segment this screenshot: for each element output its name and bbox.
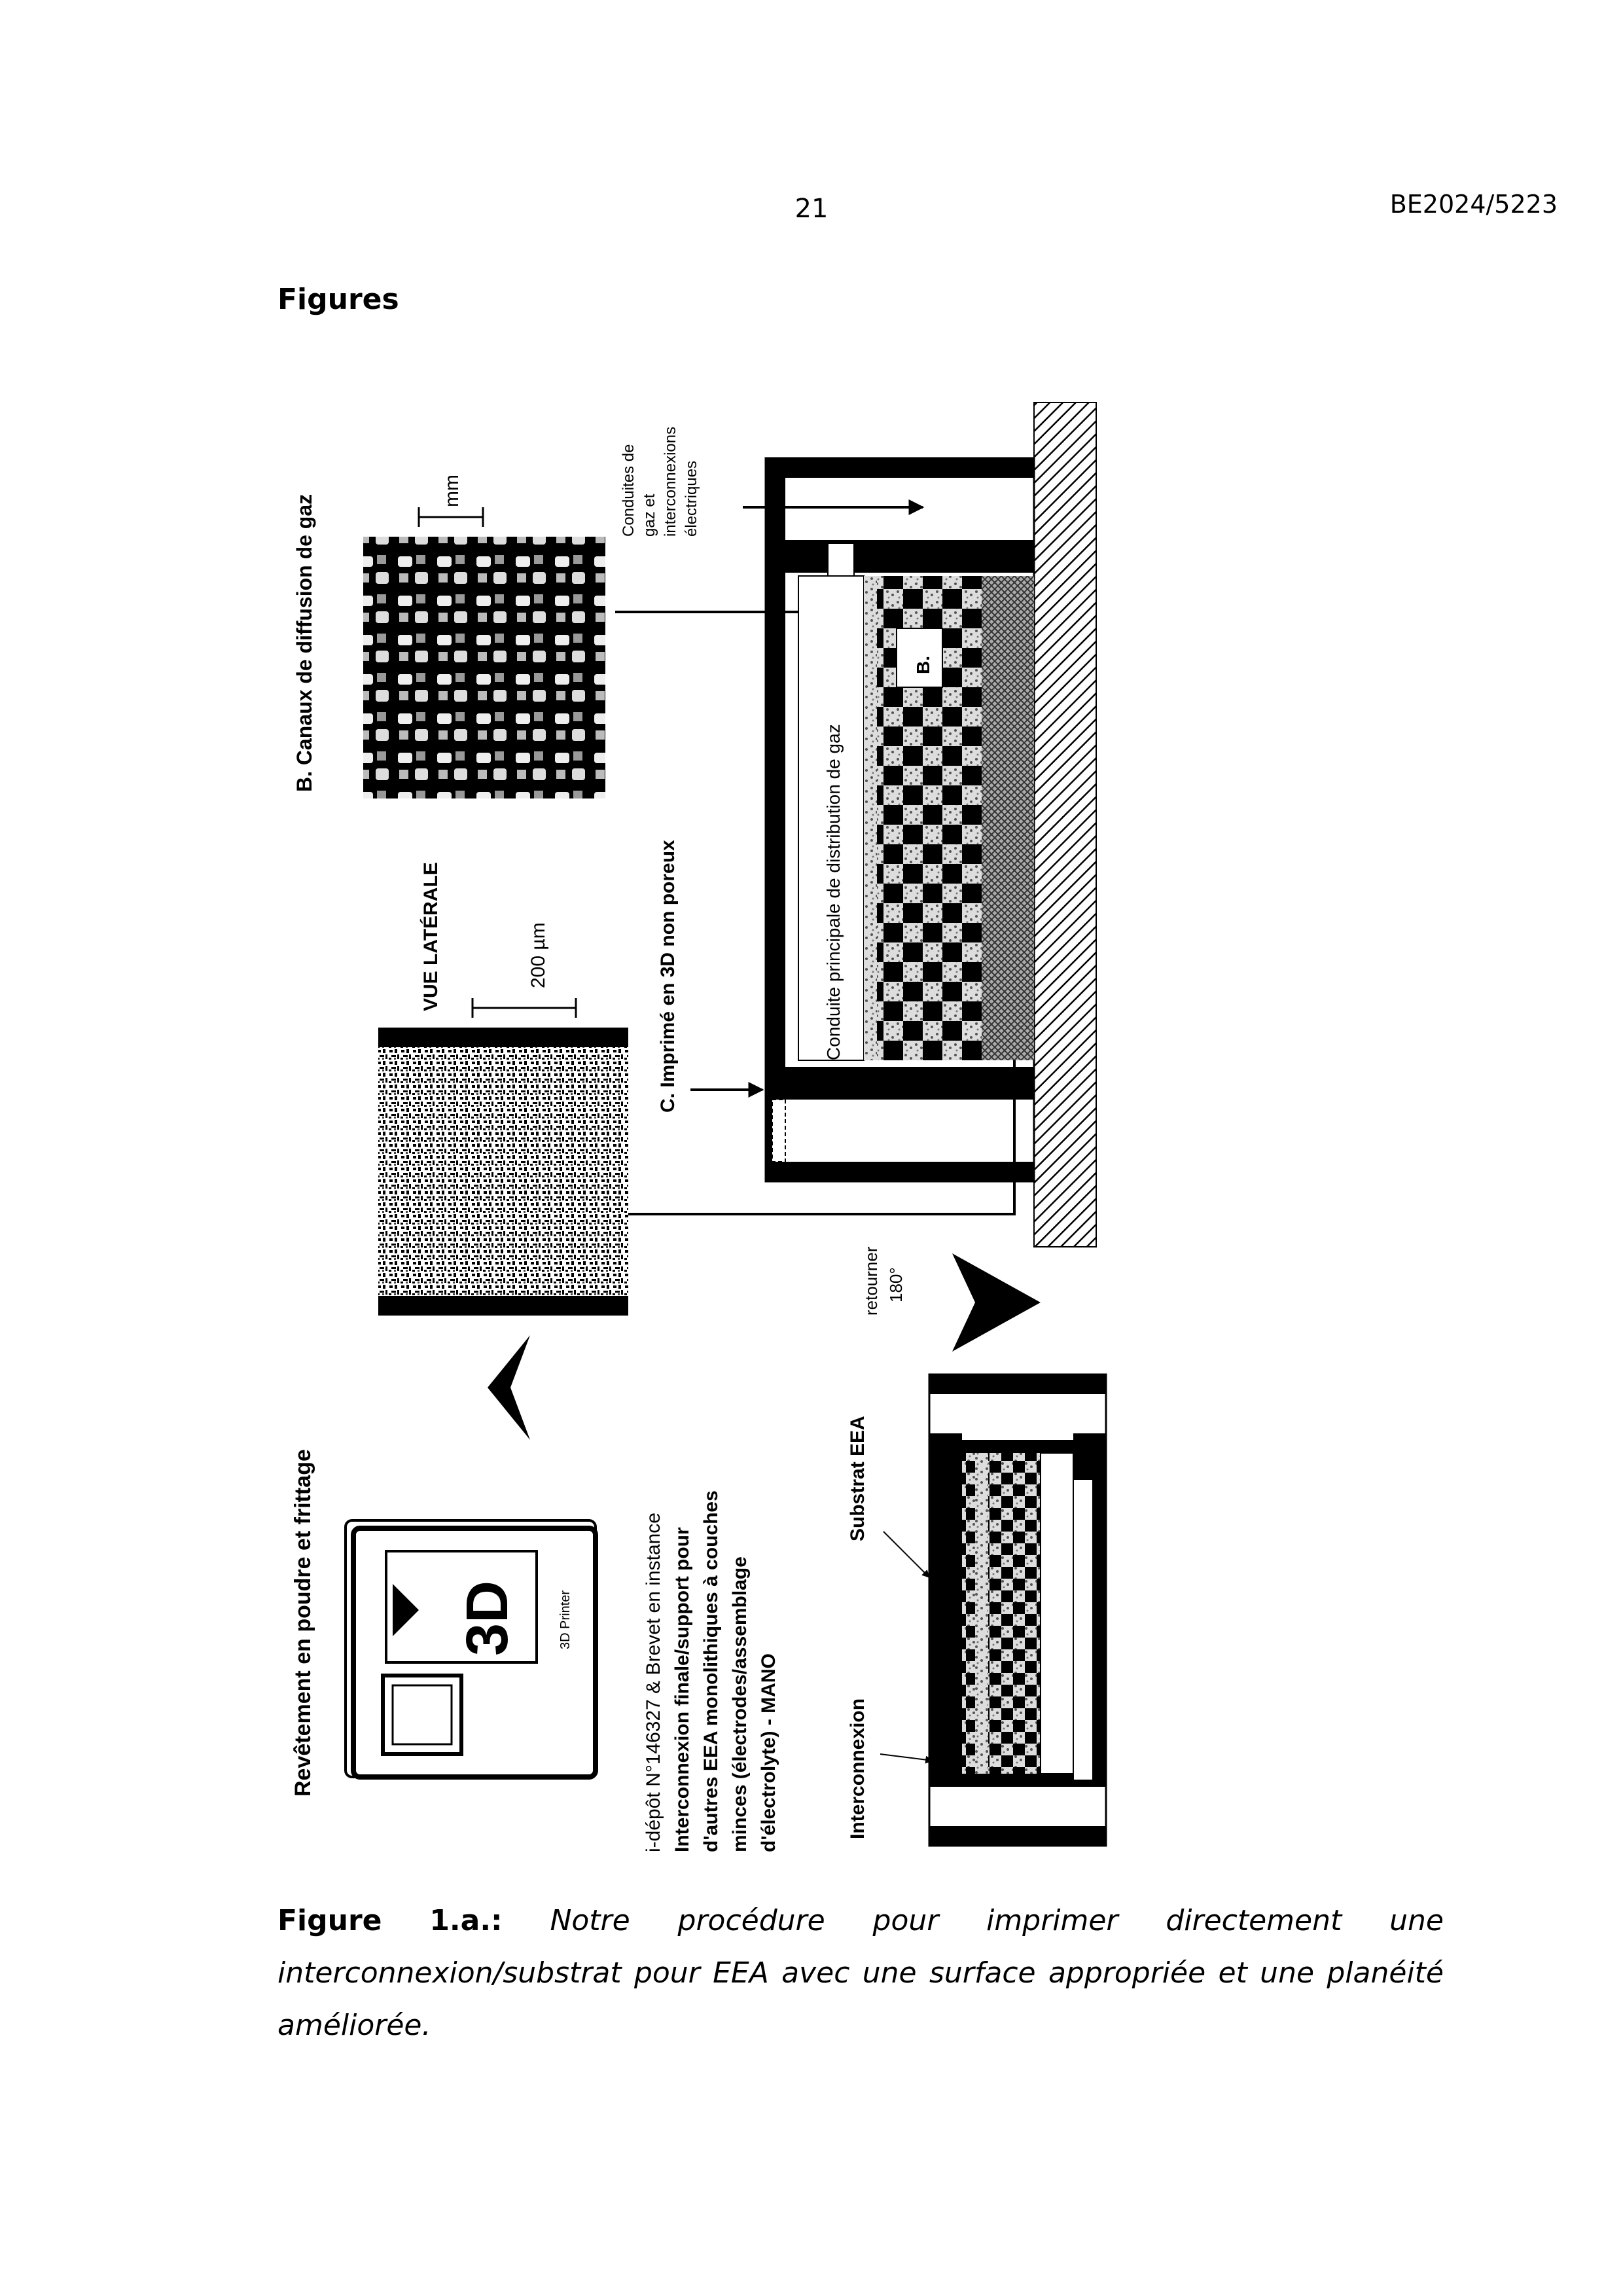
label-brevet-4: minces (électrodes/assemblage — [729, 1556, 751, 1852]
label-conduites-1: Conduites de — [620, 444, 637, 537]
label-interconnexion: Interconnexion — [847, 1698, 868, 1839]
label-conduites-3: interconnexions — [662, 427, 679, 537]
printer-caption: 3D Printer — [558, 1590, 573, 1649]
label-b: B. — [913, 656, 933, 674]
label-brevet-5: d'électrolyte) - MANO — [758, 1653, 779, 1852]
label-revetement: Revêtement en poudre et frittage — [291, 1449, 315, 1797]
printer-3d-text: 3D — [455, 1581, 520, 1656]
label-retourner-1: retourner — [861, 1246, 881, 1316]
pointer-interconnexion — [880, 1754, 933, 1761]
label-substrat: Substrat EEA — [847, 1416, 868, 1541]
caption-line-1: Figure 1.a.: Notre procédure pour imprim… — [277, 1895, 1444, 1947]
caption-word: directement — [1166, 1895, 1342, 1947]
label-conduite-principale: Conduite principale de distribution de g… — [823, 724, 844, 1060]
caption-word: pour — [873, 1895, 939, 1947]
figure-1a: B. Canaux de diffusion de gaz mm VUE LAT… — [262, 353, 1139, 1865]
label-brevet-1: i-dépôt N°146327 & Brevet en instance — [643, 1513, 664, 1852]
caption-lead: Figure — [277, 1895, 382, 1947]
pointer-substrat — [883, 1532, 929, 1577]
label-brevet-3: d'autres EEA monolithiques à couches — [700, 1490, 722, 1852]
arrow-up — [488, 1335, 530, 1440]
caption-number: 1.a.: — [429, 1895, 502, 1947]
flip-arrow — [952, 1253, 1041, 1352]
label-conduites-2: gaz et — [641, 493, 658, 537]
vue-laterale-image — [378, 1028, 628, 1316]
figure-caption: Figure 1.a.: Notre procédure pour imprim… — [277, 1895, 1444, 2052]
caption-line-2: interconnexion/substrat pour EEA avec un… — [277, 1947, 1444, 2000]
printer-3d-icon: 3D 3D Printer — [346, 1520, 596, 1777]
main-cross-section: B. Conduite principale de distribution d… — [766, 403, 1096, 1247]
caption-word: une — [1389, 1895, 1444, 1947]
label-200um: 200 µm — [527, 922, 549, 988]
page-number: 21 — [759, 194, 864, 224]
caption-word: procédure — [678, 1895, 825, 1947]
label-retourner-2: 180° — [886, 1267, 906, 1302]
label-vue-laterale: VUE LATÉRALE — [419, 862, 442, 1011]
label-mm: mm — [441, 475, 463, 507]
label-canaux: B. Canaux de diffusion de gaz — [293, 494, 316, 792]
small-cross-section — [929, 1374, 1106, 1846]
label-brevet-2: Interconnexion finale/support pour — [671, 1527, 693, 1852]
section-title: Figures — [277, 283, 399, 316]
label-conduites-4: électriques — [683, 461, 700, 537]
caption-word: Notre — [550, 1895, 630, 1947]
label-imprime: C. Imprimé en 3D non poreux — [657, 840, 679, 1113]
caption-line-3: améliorée. — [277, 2000, 1444, 2052]
canaux-image — [363, 537, 605, 798]
document-id: BE2024/5223 — [1390, 190, 1558, 219]
caption-word: imprimer — [986, 1895, 1118, 1947]
